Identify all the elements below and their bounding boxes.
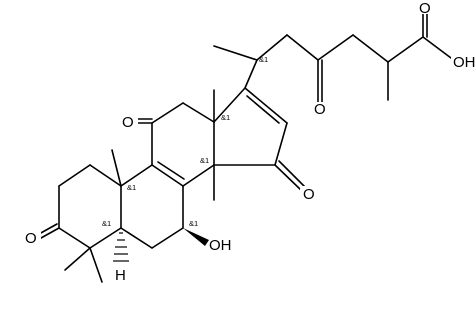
bond-c26-oh — [422, 36, 452, 59]
bond-c15-o — [274, 164, 303, 192]
atom-o-ketone-ring-c: O — [122, 114, 134, 131]
bond-c4-c28-methyl — [64, 247, 91, 271]
bond-c10-c1 — [89, 164, 122, 187]
stereo-label-c14: &1 — [200, 156, 209, 165]
stereo-label-c5: &1 — [102, 219, 111, 228]
hash-c5-h — [113, 232, 129, 262]
bond-c4-c5 — [89, 227, 122, 249]
bond-c10-c19-methyl — [111, 149, 122, 187]
atom-labels: O OH O O O O OH H — [23, 0, 476, 284]
bond-c3-c4 — [58, 227, 91, 249]
atom-o-carbonyl-acid: O — [419, 0, 431, 17]
bond-c9-c8-double — [157, 161, 185, 180]
atom-o-ketone-ring-a: O — [25, 230, 37, 247]
bond-c20-c21-methyl — [213, 45, 258, 61]
bond-c3-o — [40, 227, 60, 239]
wedge-c7-oh — [183, 228, 209, 246]
bond-c9-c8 — [151, 164, 184, 187]
bond-c25-c26 — [387, 36, 424, 63]
stereo-label-c10: &1 — [127, 183, 136, 192]
bond-c10-c9 — [120, 164, 153, 187]
bond-c17-c20 — [244, 59, 258, 89]
atom-oh-acid: OH — [453, 54, 476, 71]
stereo-label-c20: &1 — [259, 55, 268, 64]
bond-c1-c2 — [58, 164, 91, 187]
atom-o-ketone-side-chain: O — [314, 101, 326, 118]
bond-c15-o-double — [278, 160, 306, 188]
atom-oh-ring-b: OH — [209, 237, 232, 254]
bond-c16-c15 — [274, 122, 288, 166]
bond-c13-c12 — [182, 102, 215, 123]
bond-c23-c24 — [317, 34, 354, 61]
stereo-label-c7: &1 — [189, 219, 198, 228]
bond-c24-c25 — [352, 34, 389, 63]
bond-c20-c22 — [256, 34, 288, 61]
stereo-labels: &1 &1 &1 &1 &1 &1 — [102, 55, 268, 228]
stereo-bonds — [113, 228, 209, 262]
bond-c8-c14 — [182, 164, 215, 187]
bonds — [38, 11, 452, 283]
bond-c12-c11 — [151, 102, 184, 124]
bond-c6-c5 — [120, 227, 153, 249]
bond-c7-c6 — [151, 227, 184, 249]
bond-c13-c17 — [213, 87, 246, 123]
stereo-label-c13: &1 — [221, 113, 230, 122]
bond-c4-c29-methyl — [89, 247, 103, 283]
atom-h-ring-junction: H — [115, 267, 126, 284]
bond-c22-c23 — [286, 34, 319, 61]
atom-o-ketone-ring-d: O — [303, 186, 315, 203]
bond-c17-c16 — [244, 87, 288, 124]
bond-c17-c16-double — [246, 95, 280, 124]
bond-c3-o-double — [38, 223, 58, 235]
